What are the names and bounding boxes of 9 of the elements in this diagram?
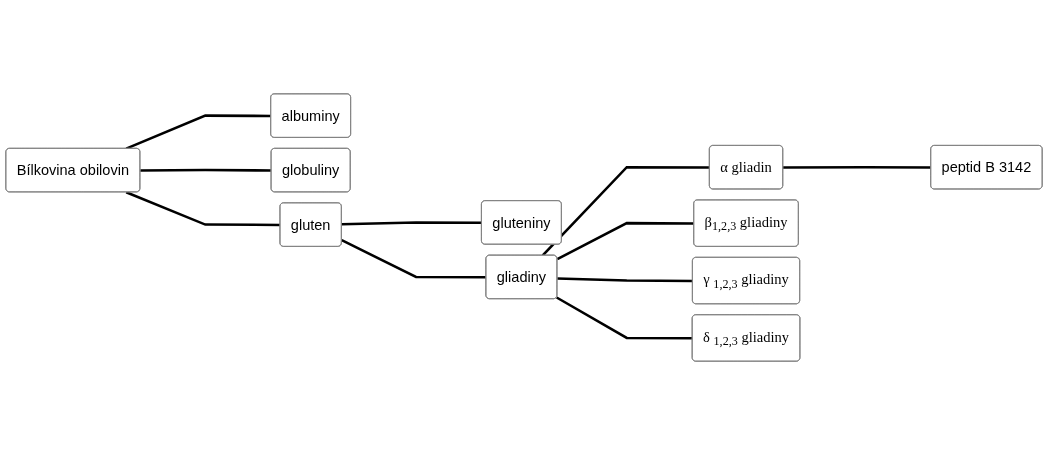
connector bbox=[557, 276, 693, 282]
connector bbox=[125, 190, 281, 226]
connector bbox=[341, 220, 482, 226]
connector bbox=[556, 221, 695, 260]
connector bbox=[556, 295, 693, 340]
connector bbox=[341, 238, 487, 279]
connector bbox=[783, 165, 932, 169]
connector bbox=[541, 165, 710, 256]
connector bbox=[140, 168, 272, 172]
